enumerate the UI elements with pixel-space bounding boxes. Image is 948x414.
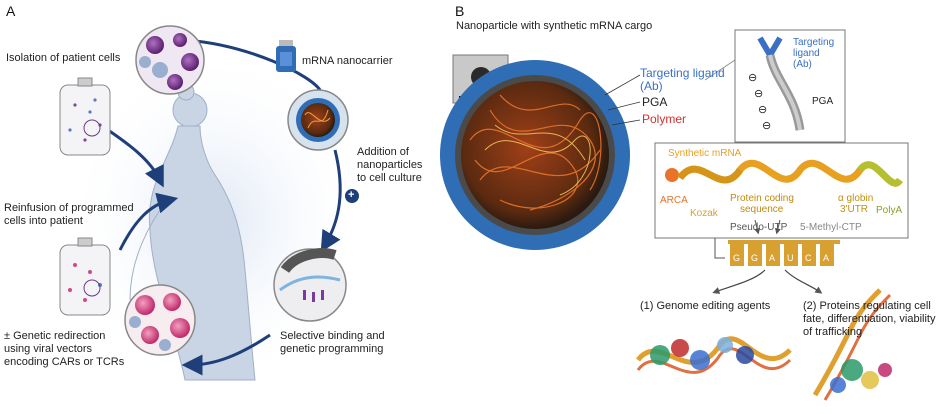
inset-targeting-line2: ligand	[793, 48, 820, 59]
inset-targeting-line3: (Ab)	[793, 59, 812, 70]
proteins-label-line1: (2) Proteins regulating cell	[803, 300, 931, 312]
targeting-ligand-label-line2: (Ab)	[640, 79, 663, 93]
nanocarrier-label: mRNA nanocarrier	[302, 55, 393, 67]
inset-pga-label: PGA	[812, 96, 834, 107]
selective-label-line2: genetic programming	[280, 343, 384, 355]
addition-label-line2: nanoparticles	[357, 159, 423, 171]
nanoparticle-large	[440, 60, 630, 250]
regulatory-protein-structure	[812, 288, 892, 401]
addition-label-line1: Addition of	[357, 146, 409, 158]
proteins-label-line3: of trafficking	[803, 326, 863, 338]
arrow-to-nanocarrier	[184, 38, 322, 91]
base-6: A	[823, 253, 830, 263]
panel-b-title: Nanoparticle with synthetic mRNA cargo	[456, 20, 653, 32]
inset-targeting-line1: Targeting	[793, 37, 835, 48]
blood-bag-bottom	[59, 237, 111, 316]
programmed-cells-circle	[124, 284, 196, 356]
alpha-globin-line1: α globin	[838, 193, 874, 204]
mrna-box	[654, 142, 909, 239]
mrna-vial	[276, 40, 296, 72]
plus-marker	[345, 189, 359, 203]
charge-icon-2: ⊖	[754, 88, 764, 100]
genetic-label-line3: encoding CARs or TCRs	[4, 356, 125, 368]
arrow-isolation	[107, 128, 164, 188]
arrow-proteins	[784, 269, 823, 294]
genetic-label-line2: using viral vectors	[4, 343, 93, 355]
methyl-ctp-arrow	[774, 219, 781, 235]
callout-polymer	[611, 119, 641, 126]
genome-editing-label: (1) Genome editing agents	[640, 300, 771, 312]
methyl-ctp-label: 5-Methyl-CTP	[800, 222, 862, 233]
plus-sign: +	[348, 189, 355, 201]
arrow-genome-editing	[712, 269, 766, 294]
blood-bag-top	[59, 77, 111, 156]
selective-label-line1: Selective binding and	[280, 330, 385, 342]
bases-bracket	[714, 238, 725, 259]
polya-label: PolyA	[876, 205, 903, 216]
base-4: U	[787, 253, 794, 263]
antibody-inset	[734, 29, 846, 143]
callout-to-inset	[704, 59, 736, 81]
base-1: G	[733, 253, 741, 263]
nanocarrier-circle	[287, 89, 349, 151]
reinfusion-label-line1: Reinfusion of programmed	[4, 202, 134, 214]
pseudo-utp-label: Pseudo-UTP	[730, 222, 788, 233]
panel-a-letter: A	[6, 3, 16, 19]
panel-b-letter: B	[455, 3, 465, 19]
charge-icon-4: ⊖	[762, 120, 772, 132]
alpha-globin-line2: 3'UTR	[840, 204, 869, 215]
kozak-label: Kozak	[690, 208, 718, 219]
pseudo-utp-arrow	[754, 219, 761, 235]
proteins-label-line2: fate, differentiation, viability	[803, 313, 936, 325]
nucleotide-bases	[728, 240, 840, 266]
addition-label-line3: to cell culture	[357, 172, 422, 184]
genome-editing-structure	[635, 336, 792, 374]
pga-label: PGA	[642, 95, 668, 109]
reinfusion-label-line2: cells into patient	[4, 215, 83, 227]
base-2: G	[751, 253, 759, 263]
arrow-reinfusion	[118, 192, 179, 251]
binding-circle	[273, 248, 347, 322]
arrow-to-binding	[320, 149, 342, 253]
callout-pga	[607, 101, 641, 111]
base-3: A	[769, 253, 776, 263]
isolation-cells-circle	[135, 25, 205, 95]
arrow-to-redirection	[181, 333, 271, 376]
genetic-label-line1: ± Genetic redirection	[4, 330, 106, 342]
protein-coding-line1: Protein coding	[730, 193, 794, 204]
charge-icon-1: ⊖	[748, 72, 758, 84]
charge-icon-3: ⊖	[758, 104, 768, 116]
synthetic-mrna-label: Synthetic mRNA	[668, 148, 742, 159]
base-5: C	[805, 253, 812, 263]
isolation-label: Isolation of patient cells	[6, 52, 121, 64]
protein-coding-line2: sequence	[740, 204, 784, 215]
polymer-label: Polymer	[642, 112, 687, 126]
callout-ligand	[604, 74, 641, 96]
targeting-ligand-label-line1: Targeting ligand	[640, 66, 725, 80]
arca-label: ARCA	[660, 195, 688, 206]
